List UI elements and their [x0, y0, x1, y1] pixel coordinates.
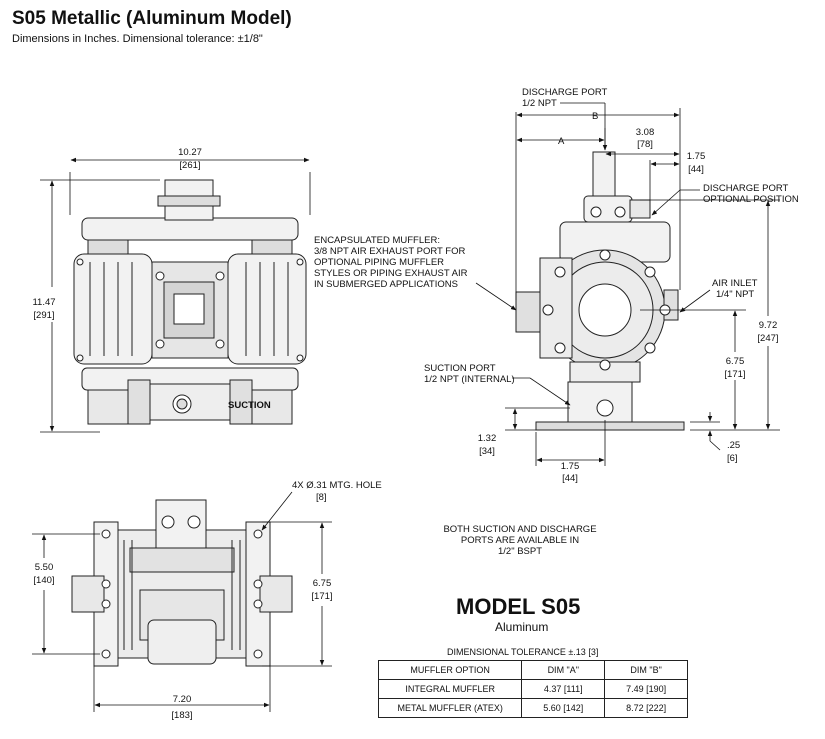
- bottom-view: [71, 499, 293, 667]
- bspt-note-line-1: BOTH SUCTION AND DISCHARGE: [443, 524, 597, 535]
- front-view: [73, 179, 307, 425]
- dim-025-mm: [6]: [727, 453, 738, 464]
- dim-175-top-mm: [44]: [688, 164, 704, 175]
- dim-175-bot-mm: [44]: [562, 473, 578, 484]
- dim-675-bottom-in: 6.75: [313, 578, 332, 589]
- bottom-view-dimensions: [32, 491, 332, 712]
- model-material: Aluminum: [495, 620, 549, 634]
- discharge-optional-position: OPTIONAL POSITION: [703, 194, 799, 205]
- table-row: INTEGRAL MUFFLER 4.37 [111] 7.49 [190]: [377, 679, 688, 699]
- dim-675-bottom-mm: [171]: [311, 591, 332, 602]
- front-height-dimension: [40, 179, 160, 433]
- table-header-row: MUFFLER OPTION DIM "A" DIM "B": [377, 660, 688, 680]
- dim-b-label: B: [592, 111, 598, 122]
- front-width-dimension: [69, 157, 311, 215]
- suction-port-label: SUCTION PORT: [424, 363, 496, 374]
- dim-175-top-in: 1.75: [687, 151, 706, 162]
- page-title: S05 Metallic (Aluminum Model): [12, 8, 292, 29]
- dim-972-in: 9.72: [759, 320, 778, 331]
- side-view-dimensions: [475, 102, 780, 466]
- discharge-optional-label: DISCHARGE PORT: [703, 183, 789, 194]
- table-header: DIM "A": [521, 660, 606, 680]
- mounting-hole-label: 4X Ø.31 MTG. HOLE: [292, 480, 382, 491]
- dimensional-tolerance: DIMENSIONAL TOLERANCE ±.13 [3]: [447, 647, 599, 657]
- table-cell: 5.60 [142]: [521, 698, 606, 718]
- table-header: MUFFLER OPTION: [377, 660, 523, 680]
- front-width-in: 10.27: [178, 147, 202, 158]
- dim-972-mm: [247]: [757, 333, 778, 344]
- side-view: [515, 151, 685, 431]
- muffler-label-2: 3/8 NPT AIR EXHAUST PORT FOR: [314, 246, 465, 257]
- model-name: MODEL S05: [456, 594, 581, 619]
- dim-175-bot-in: 1.75: [561, 461, 580, 472]
- muffler-label-3: OPTIONAL PIPING MUFFLER: [314, 257, 444, 268]
- dim-550-in: 5.50: [35, 562, 54, 573]
- dim-132-mm: [34]: [479, 446, 495, 457]
- table-row: METAL MUFFLER (ATEX) 5.60 [142] 8.72 [22…: [377, 698, 688, 718]
- dim-025-in: .25: [727, 440, 740, 451]
- table-cell: 8.72 [222]: [604, 698, 688, 718]
- table-cell: 7.49 [190]: [604, 679, 688, 699]
- suction-stamp: SUCTION: [228, 400, 271, 411]
- dim-308-mm: [78]: [637, 139, 653, 150]
- air-inlet-npt: 1/4" NPT: [716, 289, 754, 300]
- bspt-note: BOTH SUCTION AND DISCHARGE PORTS ARE AVA…: [420, 524, 620, 557]
- front-height-in: 11.47: [32, 297, 55, 308]
- muffler-dimension-table: MUFFLER OPTION DIM "A" DIM "B" INTEGRAL …: [377, 660, 688, 718]
- dim-a-label: A: [558, 136, 565, 147]
- dim-550-mm: [140]: [33, 575, 54, 586]
- table-cell: METAL MUFFLER (ATEX): [377, 698, 523, 718]
- dim-675-side-mm: [171]: [724, 369, 745, 380]
- discharge-port-label: DISCHARGE PORT: [522, 87, 608, 98]
- dim-132-in: 1.32: [478, 433, 497, 444]
- front-height-mm: [291]: [33, 310, 54, 321]
- muffler-label-4: STYLES OR PIPING EXHAUST AIR: [314, 268, 468, 279]
- bspt-note-line-2: PORTS ARE AVAILABLE IN: [460, 535, 580, 546]
- suction-port-npt: 1/2 NPT (INTERNAL): [424, 374, 515, 385]
- table-cell: 4.37 [111]: [521, 679, 606, 699]
- dim-675-side-in: 6.75: [726, 356, 745, 367]
- dim-308-in: 3.08: [636, 127, 655, 138]
- page-subtitle: Dimensions in Inches. Dimensional tolera…: [12, 33, 263, 45]
- air-inlet-label: AIR INLET: [712, 278, 758, 289]
- muffler-label-1: ENCAPSULATED MUFFLER:: [314, 235, 440, 246]
- dim-720-mm: [183]: [171, 710, 192, 721]
- bspt-note-line-3: 1/2" BSPT: [497, 546, 543, 557]
- dim-720-in: 7.20: [173, 694, 192, 705]
- front-width-mm: [261]: [179, 160, 200, 171]
- mounting-hole-mm: [8]: [316, 492, 327, 503]
- table-header: DIM "B": [604, 660, 688, 680]
- discharge-port-npt: 1/2 NPT: [522, 98, 557, 109]
- muffler-label-5: IN SUBMERGED APPLICATIONS: [314, 279, 458, 290]
- table-cell: INTEGRAL MUFFLER: [377, 679, 523, 699]
